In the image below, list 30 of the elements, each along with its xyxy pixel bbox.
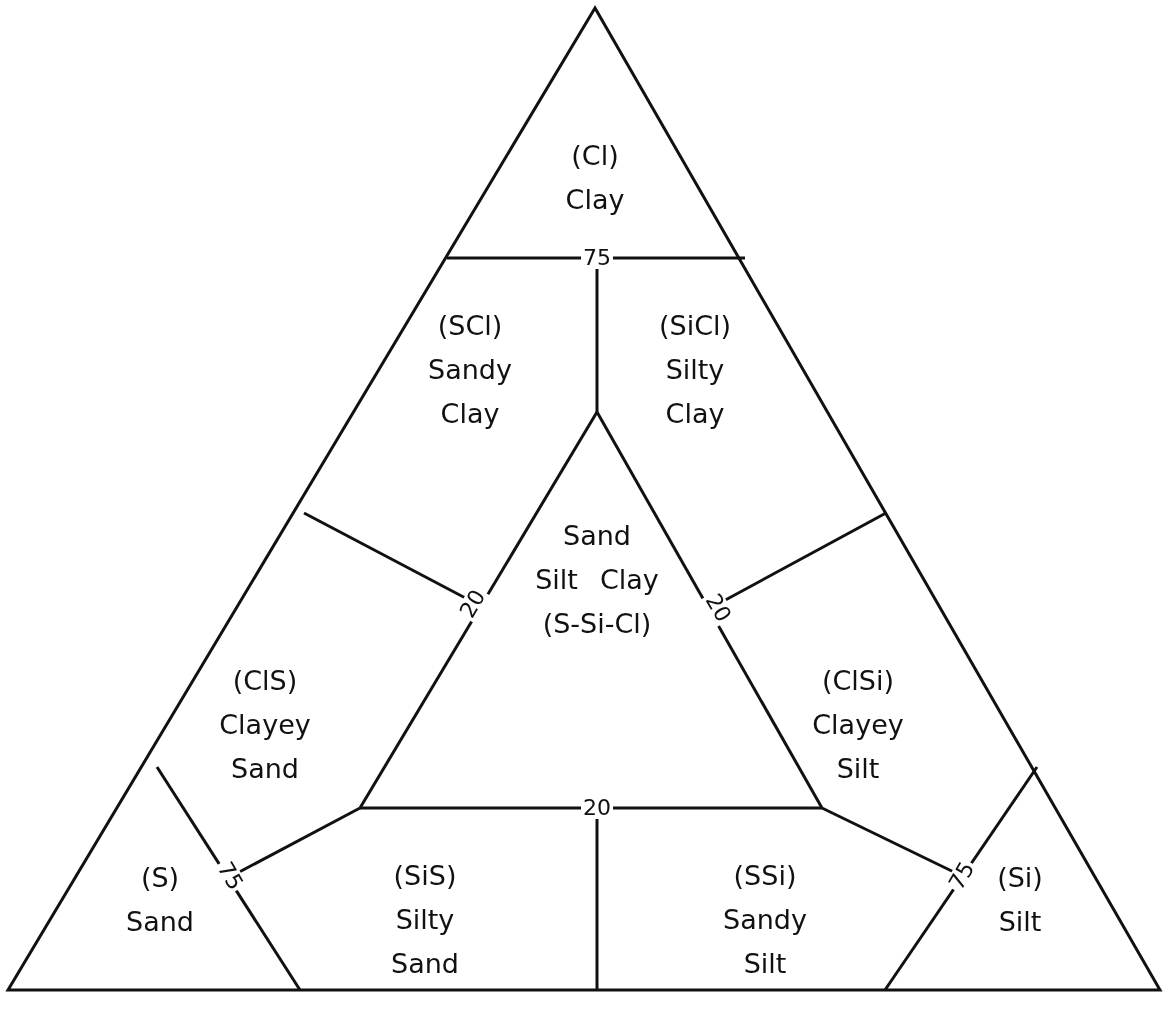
region-label: Silt (535, 563, 578, 597)
tick-value: 20 (581, 797, 613, 819)
region-code: (ClS) (232, 664, 298, 698)
region-label: Sandy (428, 353, 512, 387)
region-label: Sand (563, 519, 631, 553)
region-code: (S) (140, 861, 180, 895)
region-label: Silt (743, 947, 787, 981)
region-code: (SCl) (437, 309, 503, 343)
region-label: Sand (231, 752, 299, 786)
region-label: Sandy (723, 903, 807, 937)
region-label: Clayey (812, 708, 904, 742)
region-label: Silty (395, 903, 455, 937)
region-label: Silt (836, 752, 880, 786)
tick-value: 75 (581, 247, 613, 269)
region-label: Clay (440, 397, 500, 431)
region-label: Silt (998, 905, 1042, 939)
region-label: Clay (599, 563, 659, 597)
region-code: (Cl) (571, 139, 619, 173)
region-label: Silty (665, 353, 725, 387)
region-label: (S-Si-Cl) (542, 607, 652, 641)
region-label: Clayey (219, 708, 311, 742)
region-label: Sand (126, 905, 194, 939)
region-code: (SiS) (393, 859, 457, 893)
region-code: (ClSi) (821, 664, 895, 698)
region-label: Clay (665, 397, 725, 431)
region-code: (SiCl) (658, 309, 732, 343)
region-code: (SSi) (733, 859, 797, 893)
region-code: (Si) (997, 861, 1043, 895)
region-label: Sand (391, 947, 459, 981)
region-label: Clay (565, 183, 625, 217)
